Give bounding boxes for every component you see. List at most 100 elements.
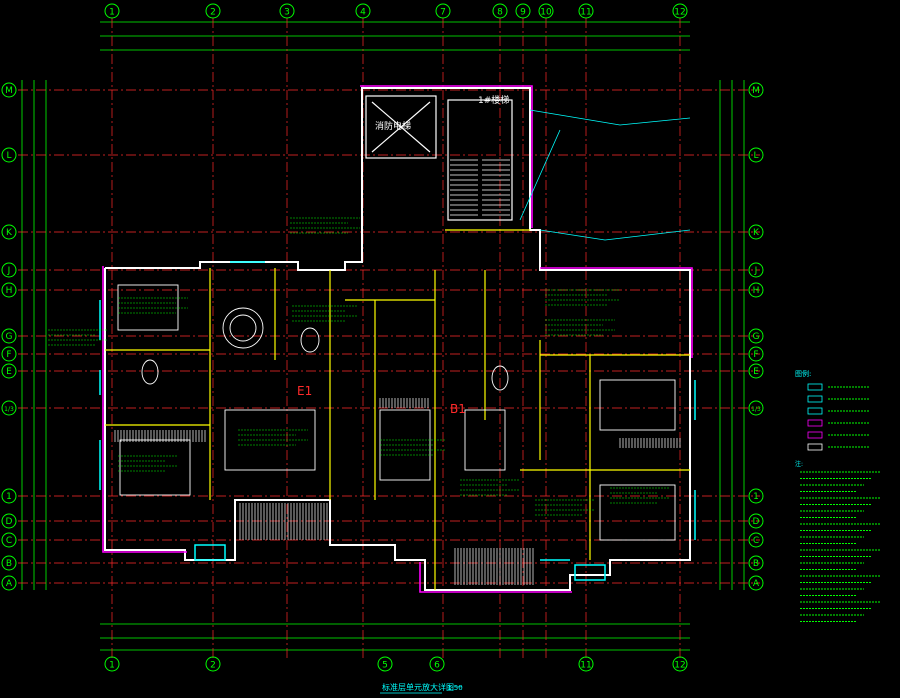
column-bubble (104, 3, 120, 19)
row-bubble-label: L (753, 151, 758, 161)
row-bubble-label: J (7, 266, 11, 276)
grid-axes (18, 18, 760, 660)
column-bubble (538, 3, 554, 19)
dimension-lines (21, 21, 745, 651)
row-bubble-label: E (753, 367, 759, 377)
column-bubble-label: 5 (382, 661, 388, 671)
row-bubble (748, 363, 764, 379)
column-bubble-label: 11 (580, 661, 591, 671)
legend-swatch (807, 419, 823, 427)
column-bubble (515, 3, 531, 19)
row-bubble (748, 82, 764, 98)
row-bubble-label: A (753, 579, 760, 589)
row-bubble-label: B (753, 559, 759, 569)
core (365, 95, 513, 221)
row-bubble-label: D (6, 517, 13, 527)
row-bubble-label: 1/3 (4, 406, 14, 413)
column-bubble (205, 3, 221, 19)
column-bubble-label: 1 (109, 8, 115, 18)
row-bubble-label: F (6, 350, 11, 360)
note-lines (800, 471, 880, 622)
legend-box: 图例: 注: (795, 369, 880, 622)
row-bubble-label: A (6, 579, 13, 589)
leader-lines (519, 109, 691, 241)
row-bubble-label: L (6, 151, 11, 161)
column-bubble (377, 656, 393, 672)
column-bubble-label: 12 (674, 661, 685, 671)
row-bubble-label: C (753, 536, 759, 546)
row-bubble-label: G (6, 332, 13, 342)
row-bubble (1, 147, 17, 163)
row-bubble-label: M (5, 86, 13, 96)
column-bubble-label: 8 (497, 8, 503, 18)
column-bubble-label: 2 (210, 8, 216, 18)
column-bubble-label: 12 (674, 8, 685, 18)
row-bubble (748, 282, 764, 298)
row-bubble (1, 363, 17, 379)
column-bubble-label: 2 (210, 661, 216, 671)
row-bubble-label: E (6, 367, 12, 377)
legend-heading: 图例: (795, 369, 811, 378)
row-bubble (748, 224, 764, 240)
column-bubble (578, 656, 594, 672)
column-bubble (578, 3, 594, 19)
row-bubble (1, 282, 17, 298)
column-bubble (104, 656, 120, 672)
row-bubble (748, 532, 764, 548)
column-bubble (435, 3, 451, 19)
legend-swatch (807, 431, 823, 439)
column-bubble-label: 1 (109, 661, 115, 671)
row-bubble (1, 575, 17, 591)
row-bubble-label: H (6, 286, 13, 296)
row-bubble-label: B (6, 559, 12, 569)
legend-swatch (807, 383, 823, 391)
row-bubble (748, 147, 764, 163)
column-bubble (672, 656, 688, 672)
balconies (114, 398, 681, 585)
row-bubble (1, 532, 17, 548)
furniture (117, 284, 676, 541)
windows (99, 261, 696, 581)
row-bubble (748, 262, 764, 278)
column-bubble-label: 6 (434, 661, 440, 671)
column-bubble-label: 11 (580, 8, 591, 18)
row-bubble (748, 575, 764, 591)
interior-partitions (105, 229, 690, 590)
legend-swatch (807, 395, 823, 403)
row-bubble (1, 82, 17, 98)
row-bubble-label: D (753, 517, 760, 527)
column-bubble-label: 9 (520, 8, 526, 18)
row-bubble-label: K (753, 228, 760, 238)
row-bubble (748, 488, 764, 504)
legend-rows (807, 383, 870, 451)
row-bubble (748, 513, 764, 529)
row-bubble-label: 1 (6, 492, 12, 502)
stair-treads (450, 159, 510, 216)
annotation-marks (48, 217, 670, 516)
drawing-scale: 1:50 (447, 684, 463, 692)
row-bubble (1, 513, 17, 529)
column-bubble-label: 7 (440, 8, 446, 18)
stair-label: 1#楼梯 (478, 94, 509, 106)
row-bubble-label: C (6, 536, 12, 546)
unit-b1-label: B1 (450, 402, 466, 416)
row-bubble (748, 400, 764, 416)
row-bubble-label: F (753, 350, 758, 360)
row-bubble-label: 1/3 (751, 406, 761, 413)
row-bubble (748, 346, 764, 362)
row-bubble (748, 555, 764, 571)
column-bubble (355, 3, 371, 19)
legend-swatch (807, 443, 823, 451)
row-bubble (1, 328, 17, 344)
unit-e1-label: E1 (297, 384, 312, 398)
row-bubble-label: J (754, 266, 758, 276)
column-bubble (672, 3, 688, 19)
elevator-label: 消防电梯 (375, 120, 411, 132)
notes-heading: 注: (795, 460, 803, 468)
legend-swatch (807, 407, 823, 415)
row-bubble (1, 555, 17, 571)
row-bubble (1, 400, 17, 416)
column-bubble-label: 10 (540, 8, 552, 18)
